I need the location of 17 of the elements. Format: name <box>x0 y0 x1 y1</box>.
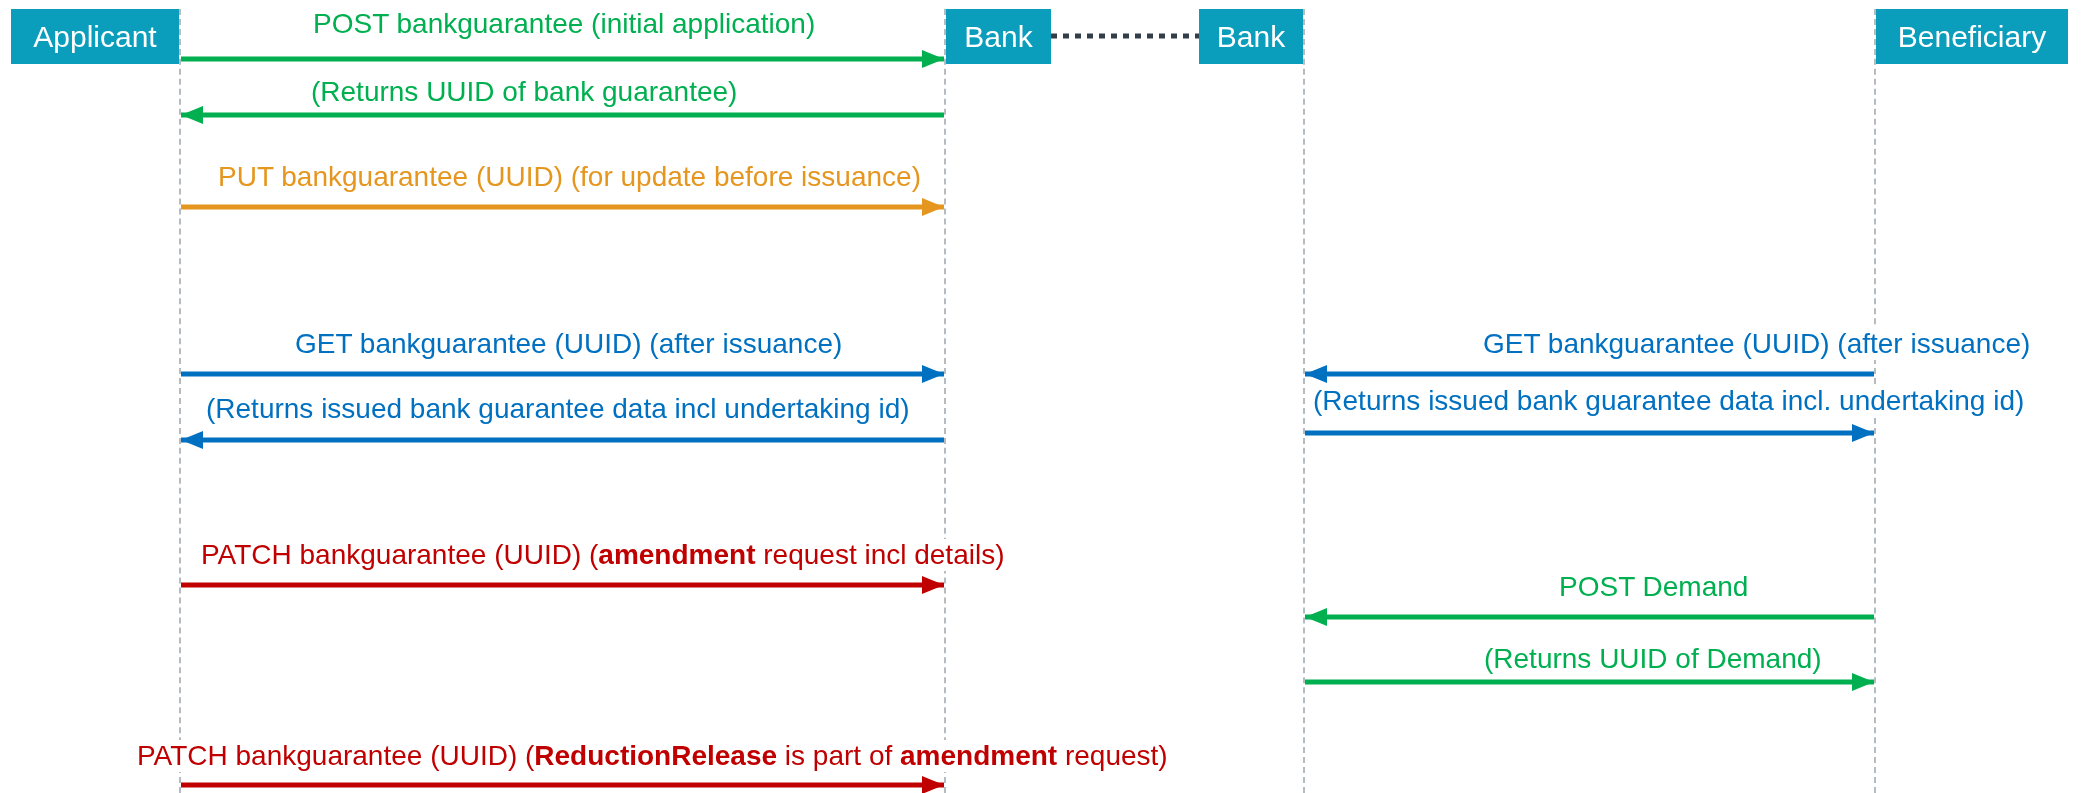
arrow <box>181 198 944 216</box>
participant-box: Beneficiary <box>1876 9 2068 64</box>
arrow <box>181 365 944 383</box>
arrow <box>181 576 944 594</box>
arrow <box>181 776 944 793</box>
arrow <box>1305 608 1874 626</box>
participant-box: Bank <box>946 9 1051 64</box>
participant-box: Bank <box>1199 9 1303 64</box>
arrow <box>1305 365 1874 383</box>
arrow <box>181 106 944 124</box>
arrow <box>181 50 944 68</box>
participant-box: Applicant <box>11 9 179 64</box>
arrow <box>1305 673 1874 691</box>
arrow <box>181 431 944 449</box>
participant-lifeline <box>1199 9 1305 793</box>
connector-line <box>1051 33 1199 39</box>
arrow <box>1305 424 1874 442</box>
